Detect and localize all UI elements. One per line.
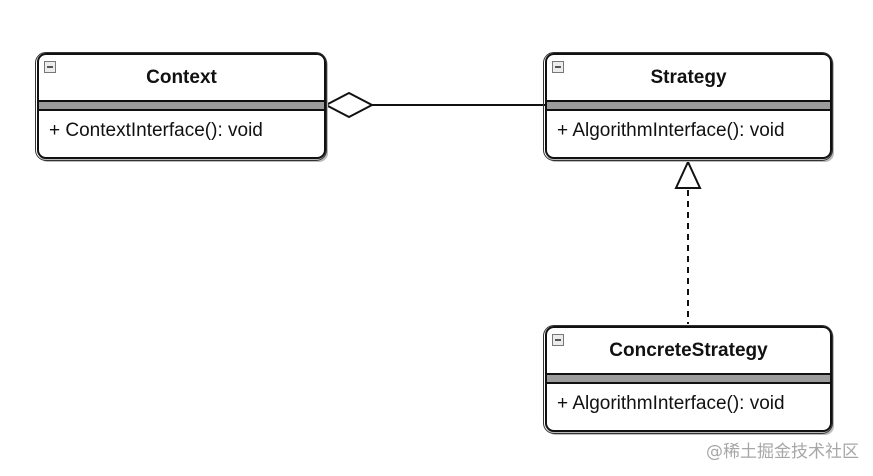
collapse-icon[interactable]: [552, 334, 564, 346]
class-divider: [547, 373, 830, 384]
class-methods: + AlgorithmInterface(): void: [547, 384, 830, 415]
class-concrete-strategy[interactable]: ConcreteStrategy + AlgorithmInterface():…: [543, 325, 833, 434]
realization-arrowhead: [674, 159, 702, 189]
method-signature: + AlgorithmInterface(): void: [557, 393, 785, 414]
class-header: Context: [39, 55, 324, 100]
class-name: Strategy: [650, 67, 727, 88]
aggregation-diamond: [323, 91, 375, 119]
class-name: ConcreteStrategy: [609, 340, 768, 361]
class-divider: [39, 100, 324, 111]
class-name: Context: [146, 67, 217, 88]
class-strategy[interactable]: Strategy + AlgorithmInterface(): void: [543, 52, 833, 161]
method-signature: + ContextInterface(): void: [49, 120, 263, 141]
class-header: Strategy: [547, 55, 830, 100]
class-methods: + AlgorithmInterface(): void: [547, 111, 830, 142]
watermark: @稀土掘金技术社区: [706, 442, 859, 462]
class-methods: + ContextInterface(): void: [39, 111, 324, 142]
class-divider: [547, 100, 830, 111]
class-header: ConcreteStrategy: [547, 328, 830, 373]
method-signature: + AlgorithmInterface(): void: [557, 120, 785, 141]
collapse-icon[interactable]: [44, 61, 56, 73]
class-context[interactable]: Context + ContextInterface(): void: [35, 52, 327, 161]
collapse-icon[interactable]: [552, 61, 564, 73]
